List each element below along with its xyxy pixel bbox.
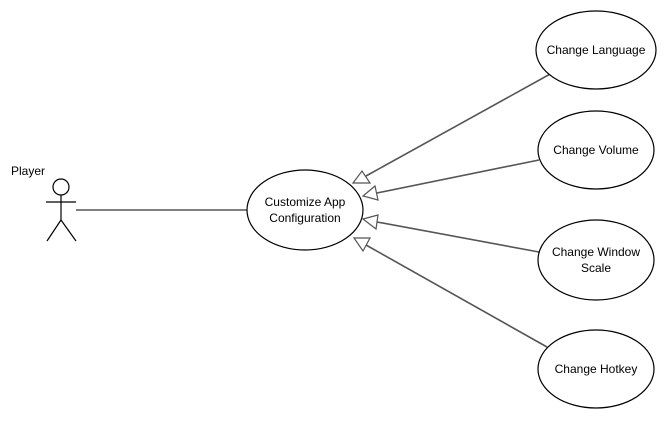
actor-player: Player [11, 164, 77, 242]
use-case-change-hotkey: Change Hotkey [537, 329, 655, 409]
actor-right-leg [60, 219, 77, 242]
use-case-label-line-1: Change Window [552, 245, 640, 259]
use-case-label: Change Hotkey [555, 362, 638, 376]
generalization-arrow-hotkey [352, 237, 548, 348]
generalization-arrow-volume [361, 159, 540, 201]
use-case-change-window-scale: Change Window Scale [537, 219, 655, 301]
generalization-arrow-language [351, 72, 553, 184]
actor-head [52, 178, 70, 196]
generalization-arrows [351, 72, 553, 348]
use-case-label: Change Language [547, 43, 646, 57]
use-case-label: Change Volume [553, 143, 639, 157]
use-case-change-language: Change Language [535, 10, 657, 90]
use-case-customize-app-configuration: Customize App Configuration [246, 169, 364, 251]
use-case-label-line-1: Customize App [265, 195, 346, 209]
use-case-change-volume: Change Volume [537, 110, 655, 190]
use-case-label-line-2: Scale [581, 261, 611, 275]
use-case-label-line-2: Configuration [269, 211, 340, 225]
generalization-arrow-window-scale [361, 214, 540, 253]
actor-label: Player [11, 164, 45, 178]
actor-left-leg [46, 219, 62, 242]
